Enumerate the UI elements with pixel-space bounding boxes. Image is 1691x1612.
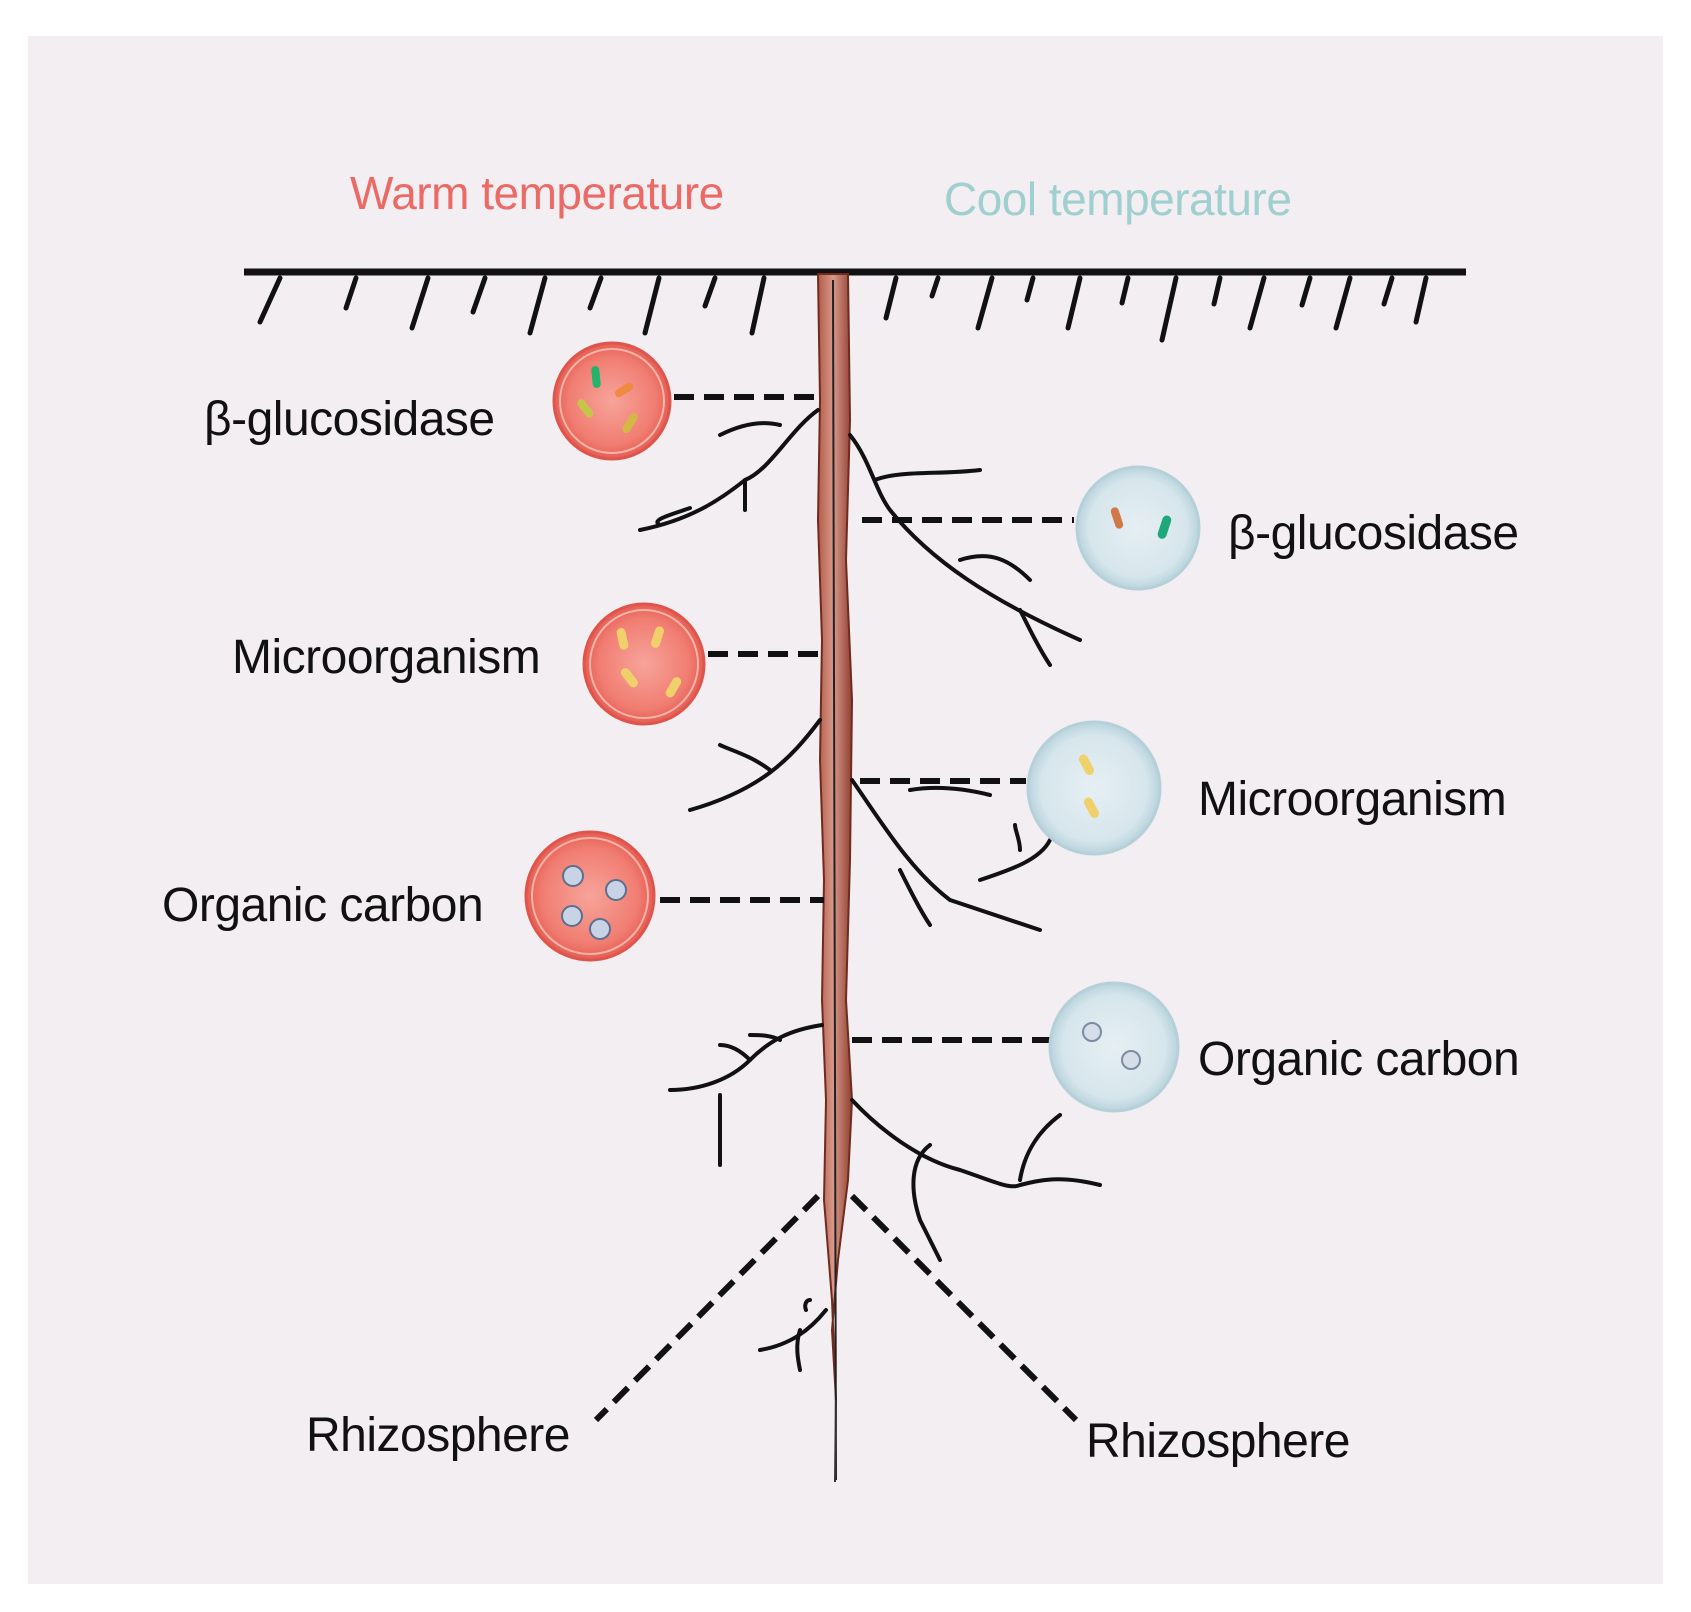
cool-organic-carbon-label: Organic carbon [1198, 1033, 1520, 1086]
cool-rhizosphere-label: Rhizosphere [1086, 1415, 1350, 1468]
warm-microorganism-circle [582, 602, 706, 726]
cool-temperature-heading: Cool temperature [944, 173, 1292, 225]
cool-organic-carbon-circle [1048, 981, 1180, 1113]
soil-hatching [257, 275, 1429, 343]
warm-temperature-heading: Warm temperature [350, 167, 724, 219]
warm-b-glucosidase-circle [552, 341, 672, 461]
taproot [816, 273, 854, 1483]
cool-circles [1026, 465, 1201, 1113]
warm-rhizosphere-label: Rhizosphere [306, 1409, 570, 1462]
warm-b-glucosidase-label: β-glucosidase [204, 393, 495, 446]
cool-b-glucosidase-label: β-glucosidase [1228, 507, 1519, 560]
lateral-roots [638, 408, 1102, 1372]
warm-organic-carbon-circle [524, 830, 656, 962]
cool-microorganism-label: Microorganism [1198, 773, 1507, 826]
cool-b-glucosidase-circle [1075, 465, 1201, 591]
dashed-connectors [593, 394, 1079, 1423]
warm-circles [524, 341, 706, 962]
warm-organic-carbon-label: Organic carbon [162, 879, 484, 932]
soil-surface [244, 268, 1466, 343]
warm-microorganism-label: Microorganism [232, 631, 541, 684]
cool-microorganism-circle [1026, 720, 1162, 856]
